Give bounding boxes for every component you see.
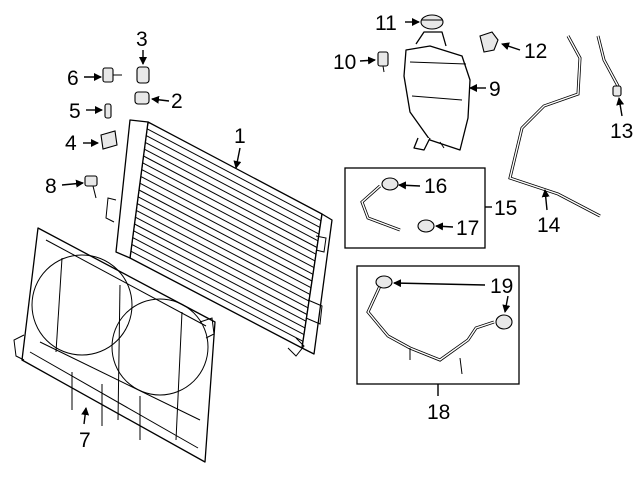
radiator-fin-line <box>130 250 304 342</box>
bolt-10 <box>377 51 389 73</box>
callout-13: 13 <box>610 120 633 143</box>
radiator-fin-line <box>132 237 306 329</box>
callout-6: 6 <box>67 67 79 90</box>
radiator-fin-line <box>133 230 307 322</box>
callout-1: 1 <box>234 125 246 148</box>
leader-lines <box>61 18 625 425</box>
radiator-fin-line <box>144 148 319 242</box>
clip-12 <box>479 31 499 53</box>
callout-19-upper: 19 <box>490 275 513 298</box>
hose-15 <box>360 177 435 233</box>
callout-18: 18 <box>427 401 450 424</box>
hose-13 <box>596 35 622 97</box>
radiator-fin-line <box>141 169 316 262</box>
insulator-2 <box>134 91 150 105</box>
radiator-fin-line <box>146 128 322 222</box>
fan-shroud <box>13 227 216 463</box>
callout-16: 16 <box>424 175 447 198</box>
radiator-fin-line <box>136 203 311 295</box>
callout-17: 17 <box>456 217 479 240</box>
callout-3: 3 <box>136 28 148 51</box>
callout-2: 2 <box>171 90 183 113</box>
radiator-fin-line <box>143 155 318 248</box>
callout-8: 8 <box>45 175 57 198</box>
callout-7: 7 <box>79 429 91 452</box>
radiator-fin-line <box>137 196 312 289</box>
radiator-fin-line <box>131 243 305 336</box>
radiator <box>105 119 333 357</box>
bolt-8 <box>84 175 98 199</box>
radiator-fin-line <box>139 182 314 275</box>
radiator-fin-line <box>138 189 313 282</box>
callout-4: 4 <box>65 132 77 155</box>
radiator-fin-line <box>145 141 320 235</box>
reservoir-cap <box>420 14 444 30</box>
radiator-fin-line <box>145 135 321 228</box>
bushing-3 <box>136 66 150 84</box>
hose-18 <box>366 275 513 375</box>
callout-15: 15 <box>494 197 517 220</box>
callout-14: 14 <box>537 214 561 237</box>
bolt-6 <box>102 67 122 83</box>
hose-15-group-box <box>344 167 486 249</box>
callout-11: 11 <box>375 12 397 35</box>
radiator-fin-line <box>136 209 310 302</box>
callout-10: 10 <box>333 51 356 74</box>
coolant-reservoir <box>403 31 471 151</box>
callout-12: 12 <box>524 40 547 63</box>
bracket-4 <box>100 130 118 150</box>
callout-labels: 1 2 3 4 5 6 7 8 9 10 11 12 13 14 15 16 1… <box>45 12 633 452</box>
callout-9: 9 <box>489 78 501 101</box>
vent-hose <box>508 35 601 218</box>
radiator-fin-line <box>140 175 315 269</box>
radiator-fin-line <box>142 162 317 255</box>
callout-5: 5 <box>69 100 81 123</box>
radiator-fin-line <box>134 223 308 315</box>
pin-5 <box>104 103 112 119</box>
radiator-fin-line <box>135 216 309 309</box>
